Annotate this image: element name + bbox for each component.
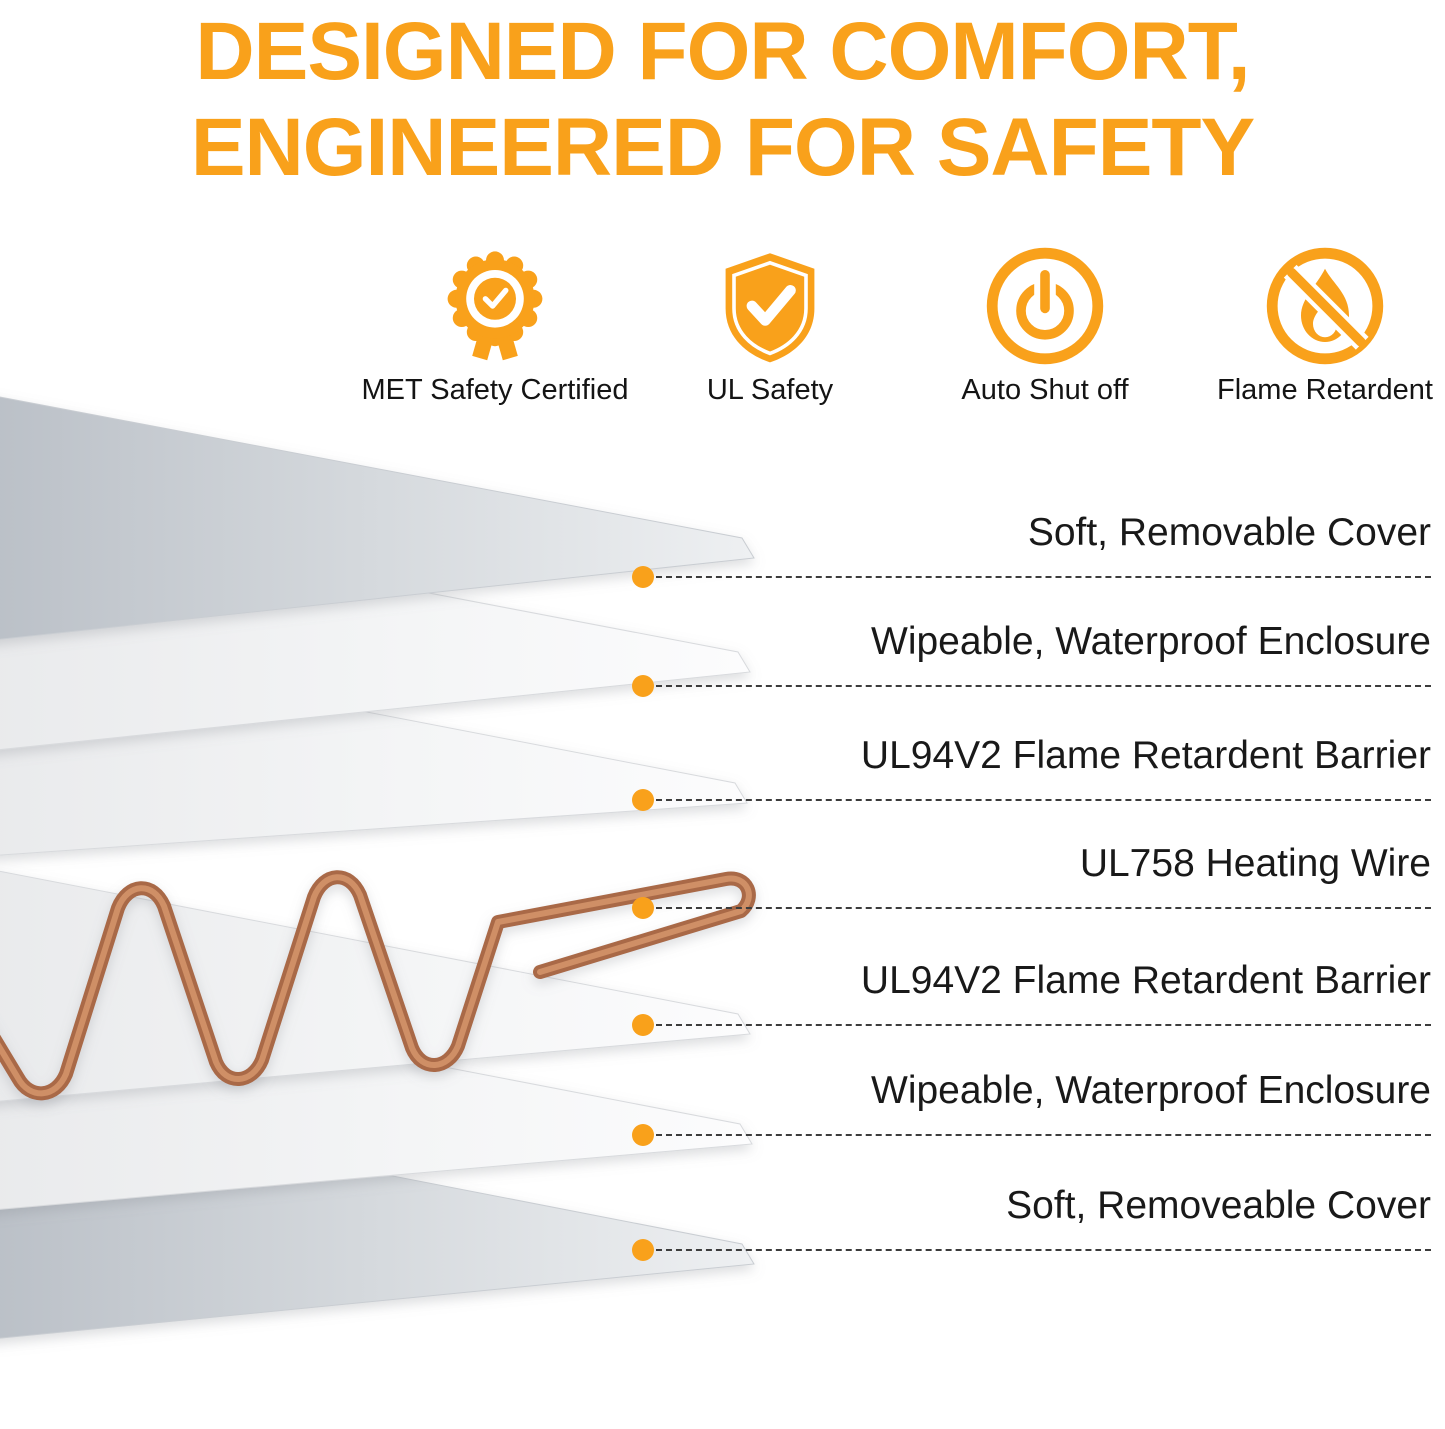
met-certified-badge-icon xyxy=(345,246,645,366)
badge-auto-shutoff: Auto Shut off xyxy=(905,246,1185,407)
callout-leader-line xyxy=(656,1024,1431,1026)
badge-ul-safety: UL Safety xyxy=(635,246,905,407)
callout-label: UL94V2 Flame Retardent Barrier xyxy=(860,734,1431,777)
badge-label-met: MET Safety Certified xyxy=(361,374,629,406)
callout-label: UL758 Heating Wire xyxy=(1079,842,1431,885)
callout-dot xyxy=(632,1014,654,1036)
badge-label-ul: UL Safety xyxy=(706,374,834,406)
auto-shutoff-power-icon xyxy=(905,246,1185,366)
callout-dot xyxy=(632,675,654,697)
callout-leader-line xyxy=(656,1249,1431,1251)
callout-flame-barrier-bottom: UL94V2 Flame Retardent Barrier xyxy=(632,958,1431,1036)
badge-met-certified: MET Safety Certified xyxy=(345,246,645,407)
callout-dot xyxy=(632,1124,654,1146)
callout-soft-cover-top: Soft, Removable Cover xyxy=(632,510,1431,588)
callout-label: Wipeable, Waterproof Enclosure xyxy=(871,620,1431,663)
callout-label: Wipeable, Waterproof Enclosure xyxy=(871,1069,1431,1112)
callout-leader-line xyxy=(656,799,1431,801)
callout-waterproof-enclosure-bottom: Wipeable, Waterproof Enclosure xyxy=(632,1068,1431,1146)
badge-label-auto-shutoff: Auto Shut off xyxy=(961,374,1129,406)
callout-flame-barrier-top: UL94V2 Flame Retardent Barrier xyxy=(632,733,1431,811)
callout-dot xyxy=(632,897,654,919)
certification-badge-row: MET Safety Certified UL Safety xyxy=(0,246,1445,426)
callout-label: Soft, Removeable Cover xyxy=(1006,1184,1431,1227)
callout-label: UL94V2 Flame Retardent Barrier xyxy=(860,959,1431,1002)
badge-label-flame: Flame Retardent xyxy=(1217,374,1433,406)
flame-retardent-icon xyxy=(1180,246,1445,366)
heating-wire xyxy=(0,870,756,1101)
callout-label: Soft, Removable Cover xyxy=(1027,511,1431,554)
callout-leader-line xyxy=(656,1134,1431,1136)
callout-dot xyxy=(632,1239,654,1261)
sheet-flame-barrier-bottom xyxy=(0,870,751,1102)
callout-soft-cover-bottom: Soft, Removeable Cover xyxy=(632,1183,1431,1261)
callout-heating-wire: UL758 Heating Wire xyxy=(632,841,1431,919)
page-title-line-2: ENGINEERED FOR SAFETY xyxy=(190,101,1255,193)
page-title-line-1: DESIGNED FOR COMFORT, xyxy=(195,6,1250,97)
ul-safety-shield-icon xyxy=(635,246,905,366)
badge-flame-retardent: Flame Retardent xyxy=(1180,246,1445,407)
sheet-soft-cover-top xyxy=(0,396,755,640)
callout-leader-line xyxy=(656,907,1431,909)
callout-dot xyxy=(632,566,654,588)
callout-dot xyxy=(632,789,654,811)
callout-leader-line xyxy=(656,685,1431,687)
callout-waterproof-enclosure-top: Wipeable, Waterproof Enclosure xyxy=(632,619,1431,697)
page-title: DESIGNED FOR COMFORT, ENGINEERED FOR SAF… xyxy=(0,4,1445,196)
callout-leader-line xyxy=(656,576,1431,578)
